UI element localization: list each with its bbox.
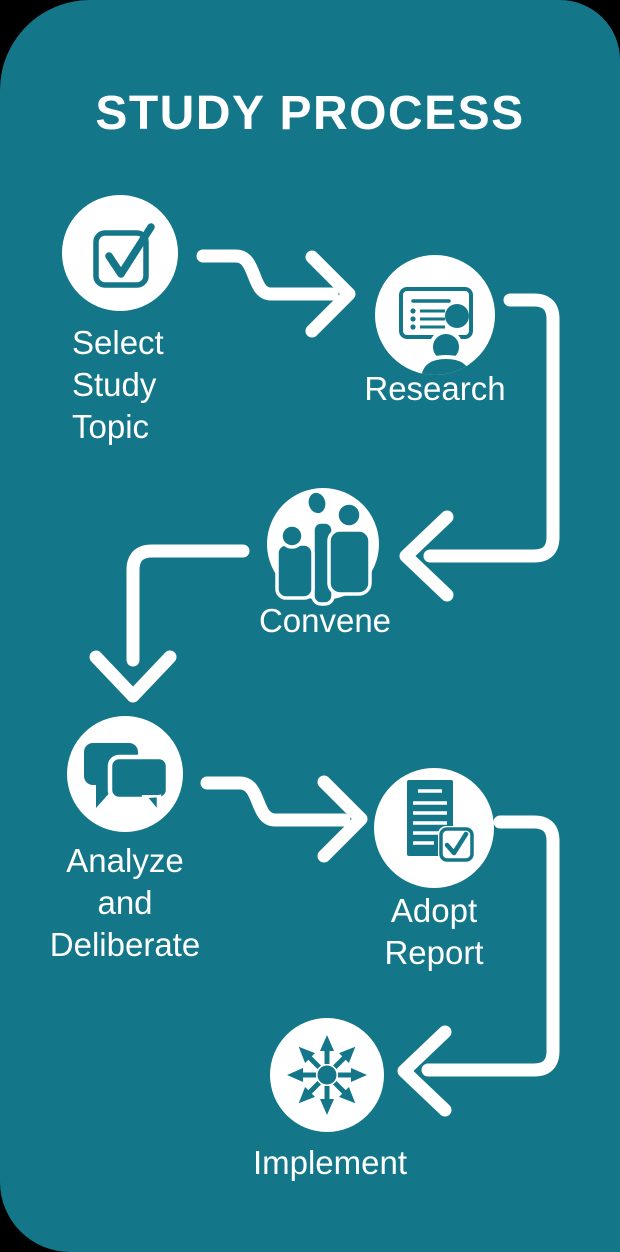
chat-bubbles-icon [67, 716, 183, 832]
people-group-icon [267, 488, 379, 606]
step-label-implement: Implement [252, 1144, 408, 1181]
step-label-convene: Convene [258, 602, 392, 639]
step-label-adopt-report: Adopt Report [384, 892, 484, 971]
page-title: STUDY PROCESS [95, 87, 525, 140]
report-checkmark-icon [374, 768, 494, 888]
step-label-select-study-topic: Select Study Topic [72, 324, 164, 445]
step-label-research: Research [364, 370, 506, 407]
checkbox-check-icon [62, 195, 178, 311]
radiating-arrows-icon [270, 1018, 384, 1132]
step-label-analyze-deliberate: Analyze and Deliberate [49, 842, 201, 963]
presentation-person-icon [375, 255, 495, 375]
arrow-select-to-research [196, 249, 356, 338]
